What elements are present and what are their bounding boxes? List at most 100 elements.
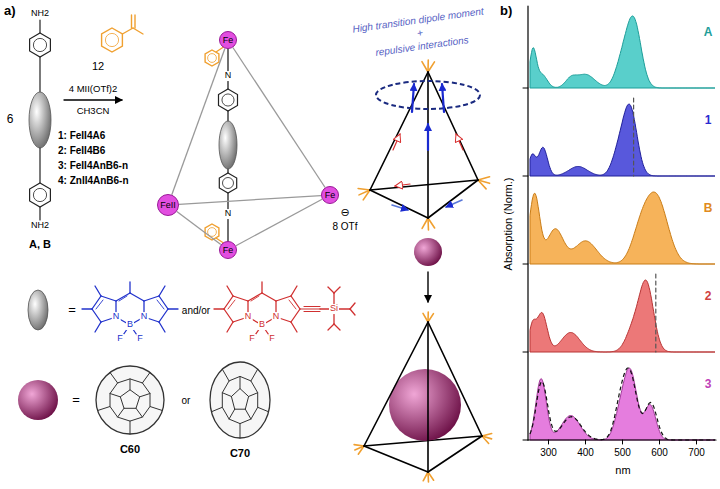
atom-label: Si	[329, 304, 339, 314]
fullerene-label: C60	[120, 443, 140, 455]
tetrahedron-edge	[370, 180, 478, 190]
fullerene-bond	[222, 393, 231, 397]
guest-sphere	[389, 369, 461, 441]
dipole-arrow	[427, 124, 429, 150]
fullerene-bond	[110, 372, 118, 382]
absorption-spectrum	[530, 368, 715, 440]
reference-line	[655, 274, 656, 352]
tetrahedron-edge	[428, 436, 482, 472]
bond-line	[39, 148, 40, 183]
absorption-spectrum	[530, 104, 715, 176]
guest-sphere	[18, 380, 58, 420]
fullerene-bond	[222, 376, 257, 423]
alkyne-bond	[300, 308, 320, 309]
axis-tick	[523, 440, 528, 441]
atom-label: NH2	[30, 221, 50, 231]
tetrahedron-edge	[427, 72, 429, 218]
equals-sign: =	[68, 303, 76, 317]
vertex-ligand	[422, 62, 428, 72]
equals-sign: =	[72, 393, 80, 407]
counter-ion: 8 OTf	[332, 221, 357, 232]
reference-line	[633, 98, 634, 176]
methyl-bond	[129, 282, 130, 293]
fullerene-bond	[110, 393, 120, 396]
guest-sphere	[414, 238, 442, 266]
methyl-bond	[95, 286, 101, 296]
vertex-ligand	[423, 472, 428, 481]
tick-label: 500	[614, 447, 631, 458]
fullerene-bond	[211, 407, 222, 411]
bodipy-bond	[116, 293, 130, 301]
fullerene-bond	[231, 389, 248, 410]
atom-label: NH2	[30, 9, 50, 19]
axis-tick	[696, 440, 697, 444]
tick-label: 600	[651, 447, 668, 458]
atom-label: B	[126, 320, 134, 330]
vertex-ligand	[359, 190, 370, 195]
fullerene-bond	[140, 393, 150, 396]
fit-spectrum	[530, 368, 715, 440]
methyl-bond	[159, 322, 165, 332]
axis-tick	[548, 440, 549, 444]
methyl-bond	[159, 286, 165, 296]
alkyne-bond	[304, 311, 320, 312]
benzene-ring	[219, 89, 238, 111]
fullerene-bond	[229, 409, 235, 419]
methyl-bond	[291, 286, 297, 296]
double-bond	[157, 300, 164, 309]
reagent-label: 4 MII(OTf)2	[69, 84, 118, 94]
bodipy-bond	[92, 296, 101, 309]
fullerene-bond	[150, 407, 162, 411]
methyl-bond	[291, 322, 297, 332]
metal-vertex: FeII	[157, 194, 179, 216]
carbonyl-bond	[134, 15, 135, 28]
aromatic-ring	[33, 38, 46, 51]
c70-structure	[210, 362, 270, 438]
metal-vertex: Fe	[219, 31, 237, 49]
atom-label: N	[140, 312, 149, 322]
axis-title: Absorption (Norm.)	[502, 178, 514, 271]
aldehyde-bond	[122, 28, 133, 34]
bodipy-bond	[92, 309, 101, 322]
compound-label: A, B	[29, 238, 51, 250]
spectrum-label: B	[704, 202, 713, 215]
aromatic-ring	[33, 188, 46, 201]
bond-line	[39, 207, 40, 220]
tetrahedron-edge	[370, 190, 428, 218]
bodipy-bond	[159, 309, 168, 322]
vertex-ligand	[482, 436, 489, 443]
tetrahedron-edge	[428, 180, 478, 218]
dipole-arrow	[446, 200, 462, 207]
atom-label: N	[224, 209, 233, 219]
vertex-ligand	[478, 177, 490, 180]
tetrahedron-edge	[428, 322, 482, 436]
metal-vertex: Fe	[321, 186, 339, 204]
bond-line	[39, 20, 40, 33]
tick-label: 300	[540, 447, 557, 458]
fullerene-bond	[258, 407, 269, 411]
metal-symbol: Fe	[223, 36, 234, 45]
cage-formula: 4: ZnII4AnB6-n	[58, 175, 129, 186]
metal-symbol: Fe	[223, 246, 234, 255]
metal-symbol: FeII	[160, 201, 176, 210]
annotation-text: +	[416, 27, 423, 39]
aldehyde-bond	[133, 28, 143, 34]
interaction-region	[376, 81, 480, 109]
fullerene-bond	[120, 390, 139, 409]
panel-letter: b)	[500, 4, 512, 18]
isopropyl-bond	[350, 303, 355, 309]
methyl-bond	[227, 286, 233, 296]
axis-tick	[523, 176, 528, 177]
benzene-ring	[30, 183, 51, 207]
isopropyl-bond	[350, 309, 355, 315]
tetrahedron-edge	[428, 72, 478, 180]
y-axis	[527, 6, 528, 440]
bodipy-bond	[291, 296, 300, 309]
bond-line	[39, 57, 40, 92]
dipole-arrow	[412, 84, 414, 112]
c60-structure	[96, 366, 164, 434]
vertex-ligand	[428, 62, 434, 72]
spectrum-label: 1	[705, 114, 712, 127]
fullerene-bond	[240, 376, 241, 388]
